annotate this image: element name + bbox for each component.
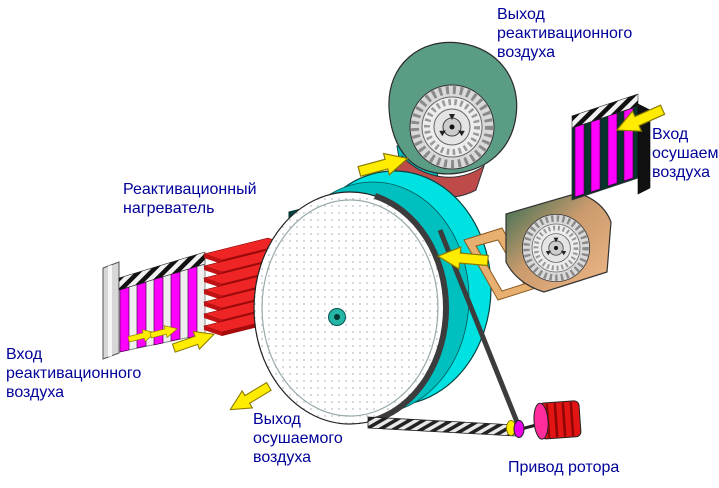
belt-hatched-run — [367, 416, 517, 437]
label-reactivation-heater: Реактивационный нагреватель — [123, 181, 257, 217]
label-reactivation-air-inlet: Вход реактивационного воздуха — [6, 346, 142, 401]
process-fan — [463, 192, 612, 301]
fan-inlet — [522, 214, 589, 281]
filter-top-stripes — [118, 251, 206, 291]
label-dry-air-outlet: Выход осушаемого воздуха — [253, 411, 343, 466]
process-air-filter — [571, 93, 651, 201]
label-reactivation-air-outlet: Выход реактивационного воздуха — [497, 6, 633, 61]
label-rotor-drive: Привод ротора — [508, 459, 620, 476]
desiccant-rotor — [253, 170, 492, 425]
label-process-air-inlet: Вход осушаем воздуха — [652, 126, 719, 181]
filter-top-stripes — [571, 93, 639, 129]
drive-motor — [506, 400, 582, 440]
fan-inlet — [410, 85, 494, 169]
